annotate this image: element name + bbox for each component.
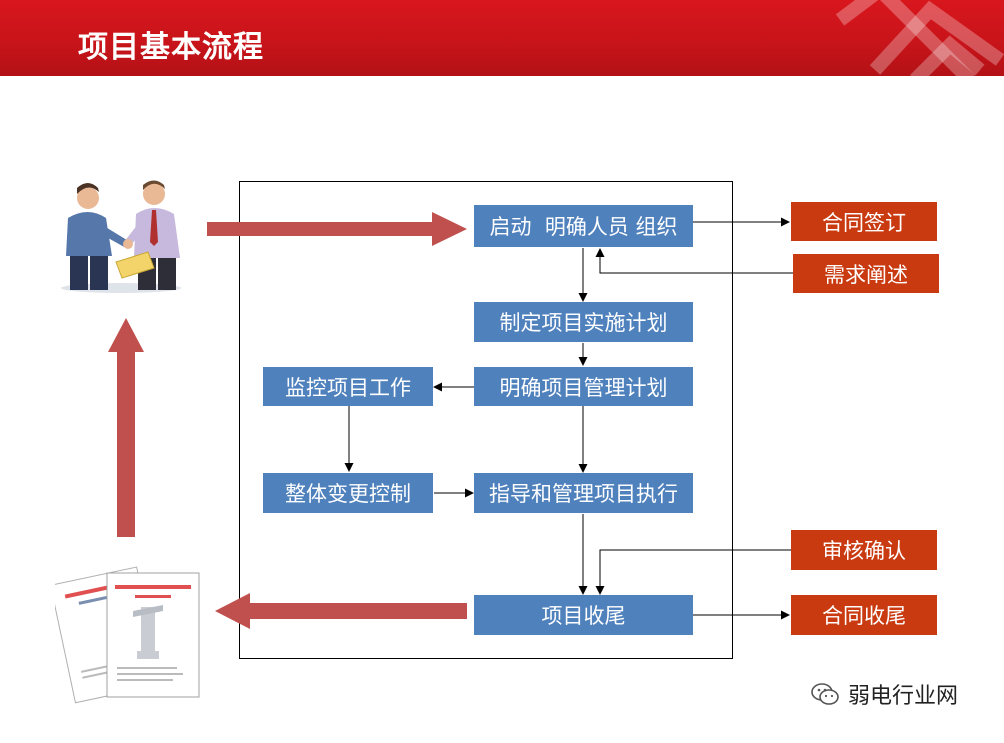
big-arrow-left <box>215 593 467 629</box>
step-monitor: 监控项目工作 <box>263 367 433 406</box>
step-execute: 指导和管理项目执行 <box>474 473 693 513</box>
step-start: 启动 明确人员 组织 <box>474 205 693 247</box>
header-bar: 项目基本流程 <box>0 0 1004 76</box>
step-start-label: 启动 明确人员 组织 <box>489 215 678 239</box>
step-closing: 项目收尾 <box>474 595 693 635</box>
side-requirements: 需求阐述 <box>793 254 939 293</box>
side-review-label: 审核确认 <box>822 539 906 563</box>
handshake-illustration <box>61 180 181 293</box>
step-change-control: 整体变更控制 <box>263 473 433 513</box>
step-plan-management-label: 明确项目管理计划 <box>499 375 668 400</box>
step-plan-implementation-label: 制定项目实施计划 <box>499 311 668 335</box>
big-arrow-right <box>207 212 467 246</box>
side-requirements-label: 需求阐述 <box>824 262 908 287</box>
step-monitor-label: 监控项目工作 <box>285 375 411 400</box>
page-title: 项目基本流程 <box>78 30 264 65</box>
watermark: 弱电行业网 <box>810 678 958 710</box>
step-change-control-label: 整体变更控制 <box>285 482 411 506</box>
side-contract-close: 合同收尾 <box>791 595 937 635</box>
side-contract-sign-label: 合同签订 <box>822 210 906 235</box>
side-review: 审核确认 <box>791 530 937 570</box>
step-execute-label: 指导和管理项目执行 <box>489 482 678 506</box>
report-documents-illustration <box>55 566 200 704</box>
brand-logo-mark <box>835 0 1004 76</box>
process-frame <box>239 181 733 659</box>
wechat-icon <box>811 683 839 705</box>
step-closing-label: 项目收尾 <box>541 604 626 628</box>
side-contract-close-label: 合同收尾 <box>822 604 906 628</box>
step-plan-implementation: 制定项目实施计划 <box>474 302 693 342</box>
side-contract-sign: 合同签订 <box>791 202 937 241</box>
step-plan-management: 明确项目管理计划 <box>474 367 693 406</box>
big-arrow-up <box>108 318 144 537</box>
watermark-text: 弱电行业网 <box>848 684 959 709</box>
